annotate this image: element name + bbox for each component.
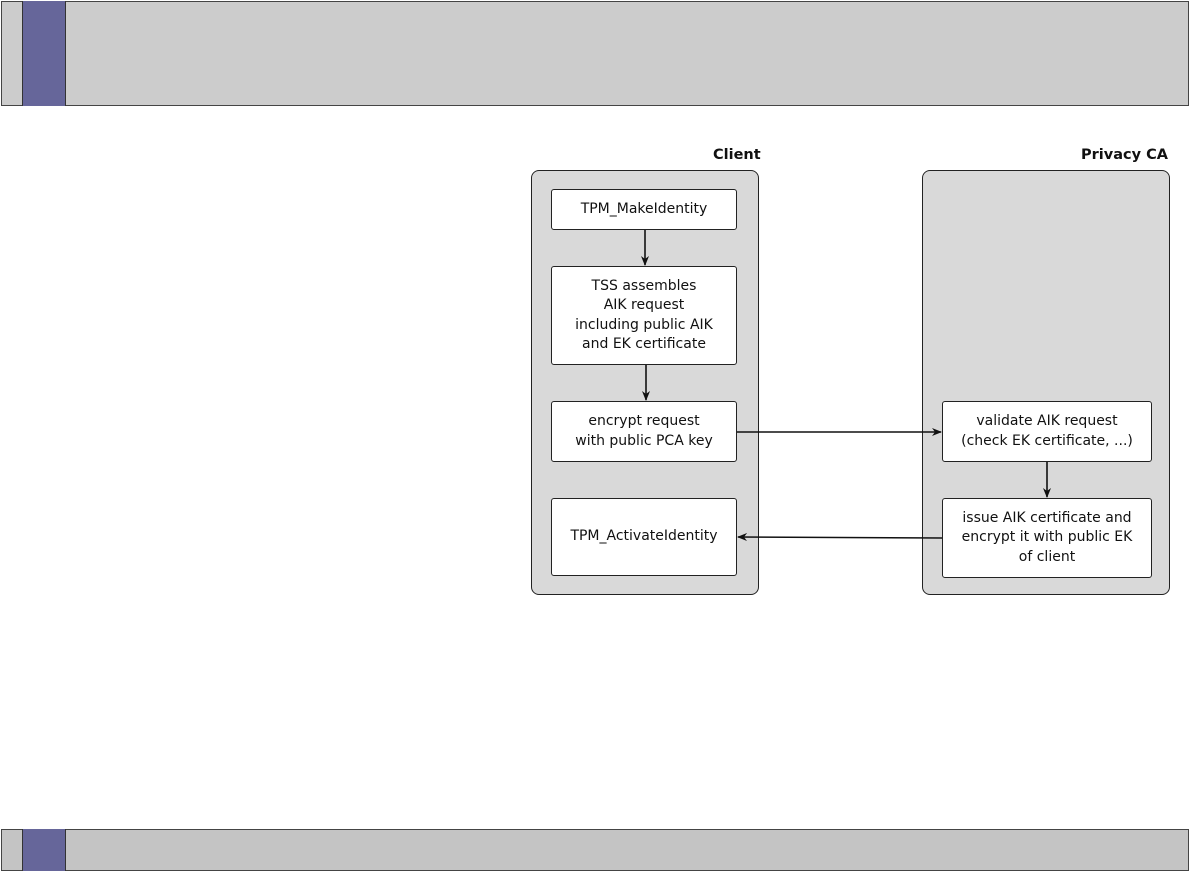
privacy-ca-lane-title: Privacy CA xyxy=(1081,147,1168,163)
encrypt-request-step: encrypt request with public PCA key xyxy=(551,401,737,462)
arrow-issue-to-activate xyxy=(737,533,943,542)
issue-certificate-step: issue AIK certificate and encrypt it wit… xyxy=(942,498,1152,578)
client-lane-title: Client xyxy=(713,147,761,163)
tss-assembles-step: TSS assembles AIK request including publ… xyxy=(551,266,737,365)
activate-identity-step: TPM_ActivateIdentity xyxy=(551,498,737,576)
header-bar xyxy=(1,1,1189,106)
make-identity-step: TPM_MakeIdentity xyxy=(551,189,737,230)
footer-accent-block xyxy=(22,829,66,871)
header-accent-block xyxy=(22,1,66,106)
footer-bar xyxy=(1,829,1189,871)
validate-request-step: validate AIK request (check EK certifica… xyxy=(942,401,1152,462)
